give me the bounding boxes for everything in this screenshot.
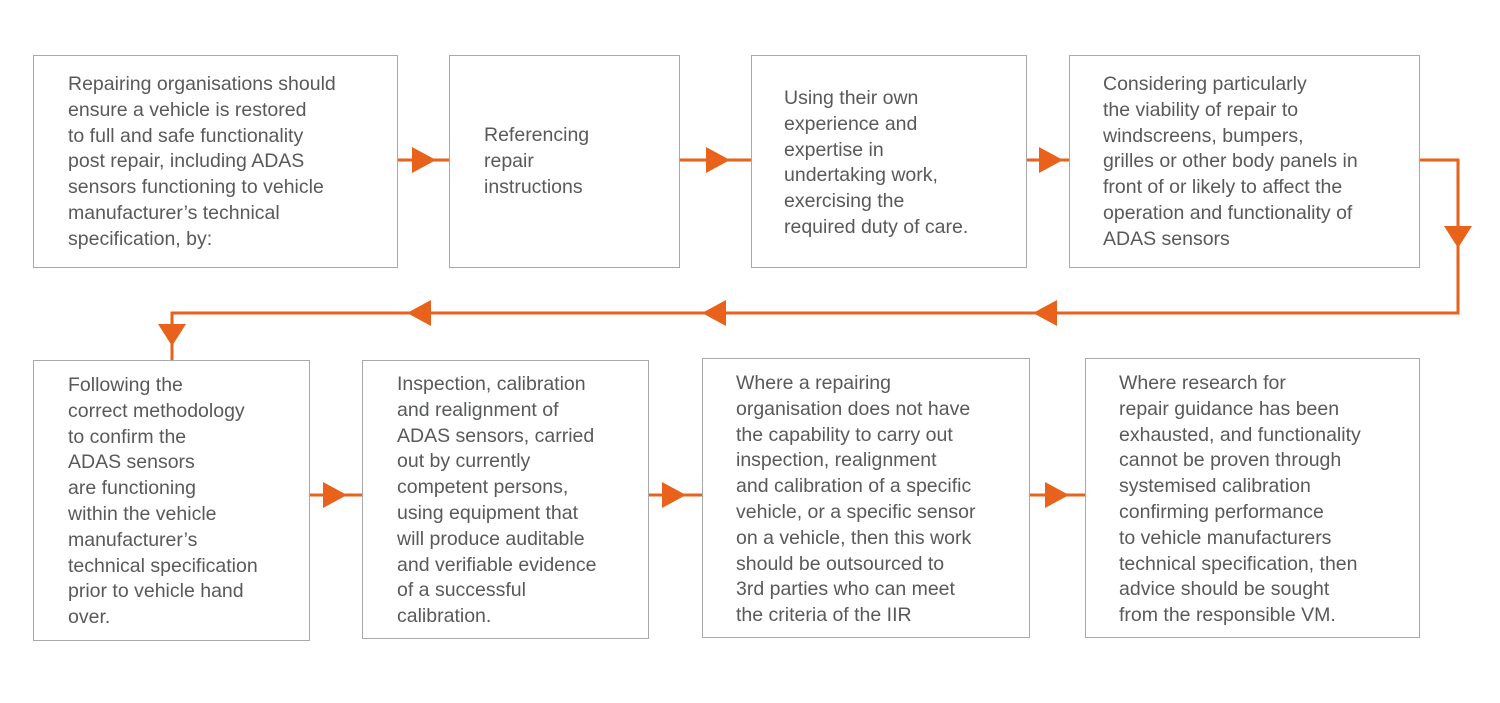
step-text-1: Repairing organisations should ensure a … <box>68 73 336 250</box>
step-text-8: Where research for repair guidance has b… <box>1119 372 1361 627</box>
arrow-right-icon <box>1045 482 1069 508</box>
step-text-7: Where a repairing organisation does not … <box>736 372 976 627</box>
step-text-5: Following the correct methodology to con… <box>68 374 258 629</box>
step-box-4: Considering particularly the viability o… <box>1069 55 1420 268</box>
arrow-right-icon <box>706 147 730 173</box>
arrow-left-icon <box>407 300 431 326</box>
step-text-3: Using their own experience and expertise… <box>784 87 969 238</box>
step-box-1: Repairing organisations should ensure a … <box>33 55 398 268</box>
arrow-down-icon <box>1444 226 1472 248</box>
arrow-right-icon <box>323 482 347 508</box>
arrow-down-icon <box>158 324 186 346</box>
step-box-5: Following the correct methodology to con… <box>33 360 310 641</box>
step-box-6: Inspection, calibration and realignment … <box>362 360 649 639</box>
arrow-left-icon <box>1033 300 1057 326</box>
step-box-2: Referencing repair instructions <box>449 55 680 268</box>
arrow-right-icon <box>662 482 686 508</box>
step-box-8: Where research for repair guidance has b… <box>1085 358 1420 638</box>
step-box-3: Using their own experience and expertise… <box>751 55 1027 268</box>
arrow-left-icon <box>702 300 726 326</box>
arrow-right-icon <box>412 147 436 173</box>
step-text-4: Considering particularly the viability o… <box>1103 73 1358 250</box>
step-text-2: Referencing repair instructions <box>484 124 590 198</box>
step-text-6: Inspection, calibration and realignment … <box>397 373 597 628</box>
step-box-7: Where a repairing organisation does not … <box>702 358 1030 638</box>
arrow-right-icon <box>1039 147 1063 173</box>
